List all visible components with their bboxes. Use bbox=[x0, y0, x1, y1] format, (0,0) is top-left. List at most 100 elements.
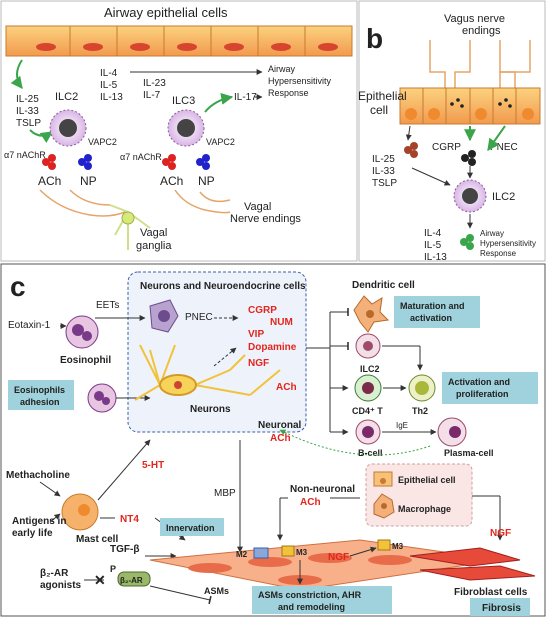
panel-b-frame bbox=[359, 1, 545, 261]
panel-c: c Neurons and Neuroendocrine cells EETs … bbox=[1, 264, 545, 616]
a-il7: IL-7 bbox=[143, 90, 161, 101]
a-il23: IL-23 bbox=[143, 78, 166, 89]
panel-b: b Vagus nerve endings Epithelial cell CG… bbox=[358, 1, 545, 263]
b-ilc2-cell bbox=[454, 180, 486, 212]
c-ngf-2: NGF bbox=[328, 552, 349, 563]
c-neurons: Neurons bbox=[190, 404, 231, 415]
a-il4: IL-4 bbox=[100, 68, 118, 79]
c-b2ar-label: β₂-AR bbox=[120, 576, 143, 585]
c-asms-box-2: and remodeling bbox=[278, 602, 345, 612]
c-ige: IgE bbox=[396, 421, 408, 430]
c-ngf-1: NGF bbox=[248, 358, 269, 369]
c-eos-adh-1: Eosinophils bbox=[14, 385, 65, 395]
a-ach-2: ACh bbox=[160, 174, 183, 188]
b-epithelial-2: cell bbox=[370, 103, 388, 117]
a-resp-3: Response bbox=[268, 88, 309, 98]
b-vagus-1: Vagus nerve bbox=[444, 13, 505, 25]
c-asms: ASMs bbox=[204, 586, 229, 596]
c-p: P bbox=[110, 564, 116, 574]
c-antigens-2: early life bbox=[12, 528, 53, 539]
c-m2: M2 bbox=[236, 550, 248, 559]
a-np-2: NP bbox=[198, 174, 215, 188]
c-eosinophil-cell bbox=[66, 316, 98, 348]
c-b2ar-1: β₂-AR bbox=[40, 568, 69, 579]
a-a7-nachr-2: α7 nAChR bbox=[120, 152, 162, 162]
c-b2ar-2: agonists bbox=[40, 580, 82, 591]
c-nt4: NT4 bbox=[120, 514, 139, 525]
c-macrophage-label: Macrophage bbox=[398, 504, 451, 514]
c-bcell-label: B-cell bbox=[358, 448, 383, 458]
c-mbp: MBP bbox=[214, 488, 236, 499]
a-il5: IL-5 bbox=[100, 80, 118, 91]
b-pnec: PNEC bbox=[490, 142, 518, 153]
b-resp-1: Airway bbox=[480, 229, 504, 238]
b-tslp: TSLP bbox=[372, 178, 397, 189]
c-mat-2: activation bbox=[410, 313, 452, 323]
c-epithelial-cell bbox=[374, 472, 392, 486]
c-th2: Th2 bbox=[412, 406, 428, 416]
c-m3b: M3 bbox=[392, 542, 404, 551]
b-il4: IL-4 bbox=[424, 228, 442, 239]
c-bcell bbox=[356, 420, 380, 444]
panel-a: a Airway epithelial cells IL-25 IL-33 TS… bbox=[1, 1, 357, 261]
b-ilc2: ILC2 bbox=[492, 191, 515, 203]
c-eosinophil: Eosinophil bbox=[60, 355, 111, 366]
a-ilc3-label: ILC3 bbox=[172, 95, 195, 107]
c-fibrosis: Fibrosis bbox=[482, 603, 521, 614]
c-nonneuronal: Non-neuronal bbox=[290, 484, 355, 495]
a-tslp: TSLP bbox=[16, 118, 41, 129]
a-vagal-2: Nerve endings bbox=[230, 213, 301, 225]
airway-epithelium bbox=[6, 26, 352, 56]
b-il13: IL-13 bbox=[424, 252, 447, 263]
a-ilc3-cell bbox=[168, 110, 204, 146]
a-vapc2-2: VAPC2 bbox=[206, 137, 235, 147]
b-vagus-2: endings bbox=[462, 25, 501, 37]
c-dopamine: Dopamine bbox=[248, 342, 297, 353]
c-fibroblast: Fibroblast cells bbox=[454, 587, 528, 598]
c-nn-ach: ACh bbox=[300, 497, 321, 508]
c-th2-cell bbox=[409, 375, 435, 401]
a-il17: IL-17 bbox=[234, 92, 257, 103]
c-epithelial: Epithelial cell bbox=[398, 475, 456, 485]
c-tgfb: TGF-β bbox=[110, 544, 139, 555]
panel-a-title: Airway epithelial cells bbox=[104, 5, 228, 20]
a-ganglia-1: Vagal bbox=[140, 227, 167, 239]
a-np-1: NP bbox=[80, 174, 97, 188]
c-act-2: proliferation bbox=[456, 389, 509, 399]
c-cd4-cell bbox=[355, 375, 381, 401]
b-il5: IL-5 bbox=[424, 240, 442, 251]
b-il33: IL-33 bbox=[372, 166, 395, 177]
b-epithelial-1: Epithelial bbox=[358, 89, 407, 103]
c-act-1: Activation and bbox=[448, 377, 510, 387]
neurons-box-title: Neurons and Neuroendocrine cells bbox=[140, 281, 306, 292]
b-il25: IL-25 bbox=[372, 154, 395, 165]
c-eosinophil-2 bbox=[88, 384, 116, 412]
c-num: NUM bbox=[270, 317, 293, 328]
c-ilc2-cell bbox=[356, 334, 380, 358]
a-a7-nachr-1: α7 nAChR bbox=[4, 150, 46, 160]
c-antigens-1: Antigens in bbox=[12, 516, 66, 527]
a-ilc2-cell bbox=[50, 110, 86, 146]
c-neuronal: Neuronal bbox=[258, 420, 302, 431]
c-pnec: PNEC bbox=[185, 312, 213, 323]
c-ilc2: ILC2 bbox=[360, 364, 380, 374]
c-ach-red: ACh bbox=[276, 382, 297, 393]
a-resp-1: Airway bbox=[268, 64, 296, 74]
b-resp-3: Response bbox=[480, 249, 517, 258]
c-5ht: 5-HT bbox=[142, 460, 164, 471]
c-ngf-3: NGF bbox=[490, 528, 511, 539]
panel-b-letter: b bbox=[366, 23, 383, 54]
a-il25: IL-25 bbox=[16, 94, 39, 105]
a-vagal-1: Vagal bbox=[244, 201, 271, 213]
c-m2-receptor bbox=[254, 548, 268, 558]
c-mast-cell bbox=[62, 494, 98, 530]
c-eets: EETs bbox=[96, 300, 119, 311]
c-eotaxin: Eotaxin-1 bbox=[8, 320, 51, 331]
c-dendritic: Dendritic cell bbox=[352, 280, 415, 291]
a-il13: IL-13 bbox=[100, 92, 123, 103]
c-methacholine: Methacholine bbox=[6, 470, 70, 481]
a-ilc2-label: ILC2 bbox=[55, 91, 78, 103]
a-ganglia-2: ganglia bbox=[136, 240, 172, 252]
c-plasma-cell bbox=[438, 418, 466, 446]
